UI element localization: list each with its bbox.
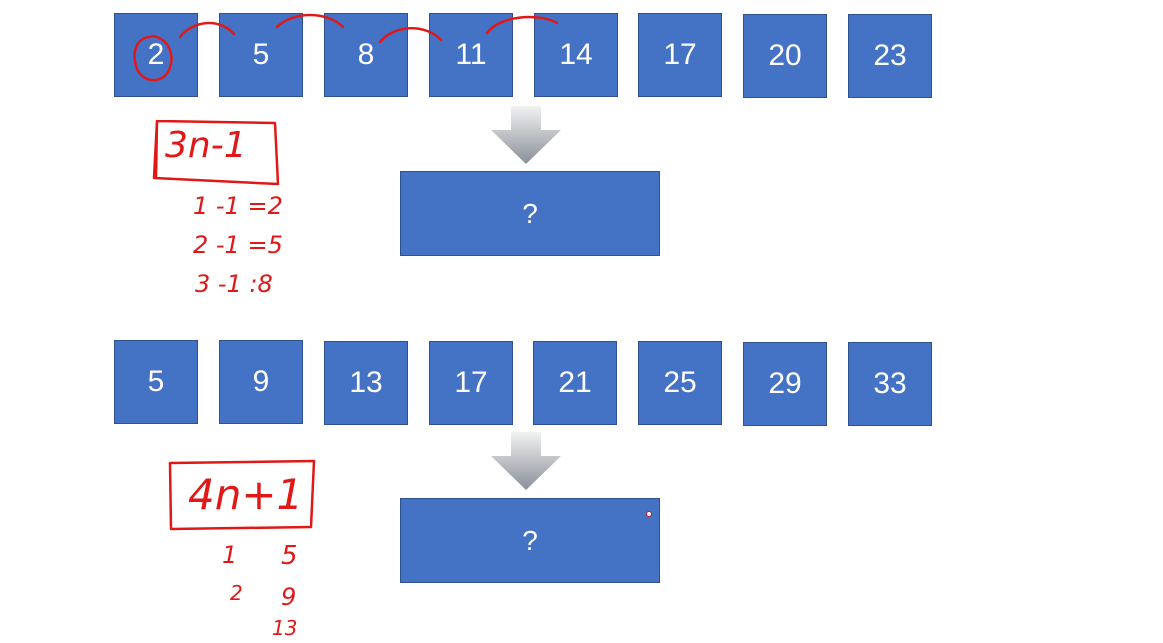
term-value: 5 (252, 38, 270, 71)
term-value: 17 (454, 366, 488, 399)
unknown-placeholder: ? (522, 524, 538, 556)
term-value: 9 (281, 583, 297, 611)
sequence-2-term-4: 17 (429, 341, 513, 425)
formula-2: 4n+1 (188, 470, 304, 519)
sequence-1-term-8: 23 (848, 14, 932, 98)
sequence-2-term-2: 9 (219, 340, 303, 424)
n-value: 2 (230, 581, 243, 605)
term-value: 8 (357, 38, 375, 71)
work-line: 1 -1 =2 (193, 192, 283, 220)
term-value: 20 (768, 39, 802, 72)
sequence-2-term-8: 33 (848, 342, 932, 426)
unknown-placeholder: ? (522, 197, 538, 229)
sequence-1-term-3: 8 (324, 13, 408, 97)
sequence-1-term-2: 5 (219, 13, 303, 97)
term-value: 33 (873, 367, 907, 400)
term-value: 14 (559, 38, 593, 71)
term-value: 13 (272, 616, 298, 640)
sequence-2-term-5: 21 (533, 341, 617, 425)
term-value: 5 (147, 365, 165, 398)
sequence-1-answer-box: ? (400, 171, 660, 256)
down-arrow-icon (491, 432, 561, 490)
sequence-1-term-6: 17 (638, 13, 722, 97)
sequence-2-term-3: 13 (324, 341, 408, 425)
term-value: 17 (663, 38, 697, 71)
down-arrow-icon (491, 106, 561, 164)
term-value: 25 (663, 366, 697, 399)
term-value: 21 (558, 366, 592, 399)
sequence-1-term-4: 11 (429, 13, 513, 97)
sequence-1-term-7: 20 (743, 14, 827, 98)
sequence-2-answer-box: ? (400, 498, 660, 583)
term-value: 11 (455, 38, 487, 71)
n-value: 1 (222, 541, 238, 569)
work-line: 3 -1 :8 (195, 270, 273, 298)
work-line: 2 -1 =5 (193, 231, 283, 259)
cursor-dot-icon (646, 511, 652, 517)
sequence-1-term-5: 14 (534, 13, 618, 97)
term-value: 13 (349, 366, 383, 399)
term-value: 5 (281, 541, 298, 571)
term-value: 23 (873, 39, 907, 72)
sequence-2-term-1: 5 (114, 340, 198, 424)
term-value: 2 (147, 38, 165, 71)
formula-1: 3n-1 (165, 125, 247, 166)
term-value: 29 (768, 367, 802, 400)
sequence-2-term-6: 25 (638, 341, 722, 425)
sequence-2-term-7: 29 (743, 342, 827, 426)
term-value: 9 (252, 365, 270, 398)
sequence-1-term-1: 2 (114, 13, 198, 97)
